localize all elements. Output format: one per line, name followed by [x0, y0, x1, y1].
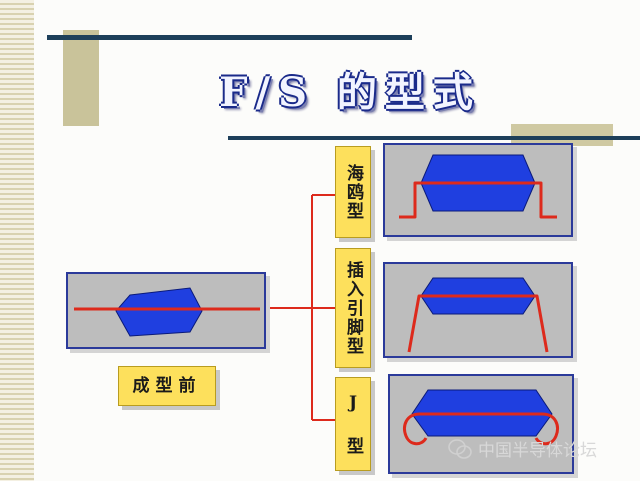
through-hole-panel [383, 262, 573, 358]
watermark-text: 中国半导体论坛 [478, 441, 597, 461]
before-forming-panel [66, 272, 266, 349]
gull-wing-panel [383, 143, 573, 237]
chat-bubble-icon [448, 438, 472, 459]
package-body [115, 287, 203, 337]
j-lead-left [403, 412, 428, 446]
type-label-through-hole: 插入引脚型 [335, 248, 371, 368]
slide-title: F/S 的型式 [219, 69, 481, 116]
j-lead-drawing [403, 389, 559, 446]
j-lead-right [420, 412, 559, 446]
through-hole-lead [407, 294, 549, 353]
decorative-block [511, 124, 613, 146]
decorative-stripes [0, 0, 34, 481]
title-rule-top [47, 35, 412, 40]
unformed-package-drawing [74, 287, 260, 337]
type-label-j-lead: J 型 [335, 377, 371, 471]
title-rule-bottom [228, 136, 640, 140]
decorative-block [63, 30, 99, 126]
before-forming-label: 成型前 [118, 366, 216, 406]
through-hole-drawing [407, 277, 549, 353]
type-label-gull-wing: 海鸥型 [335, 146, 371, 238]
gull-wing-drawing [399, 154, 557, 219]
watermark: 中国半导体论坛 [448, 436, 597, 461]
j-lead-panel [388, 374, 574, 474]
gull-wing-lead [399, 181, 557, 219]
